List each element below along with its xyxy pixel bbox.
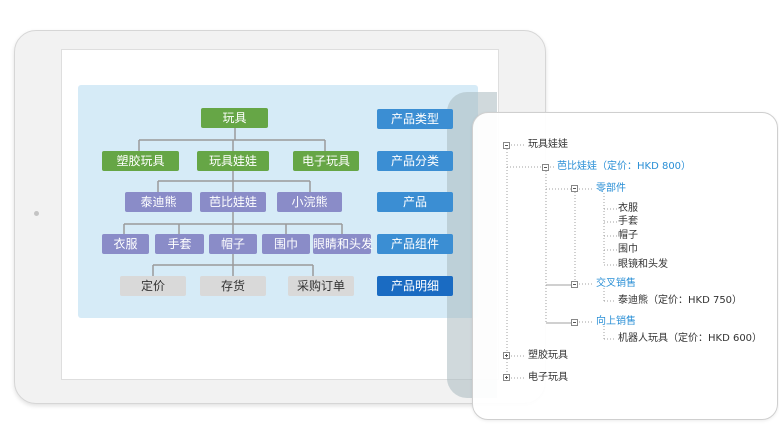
node-plastic-toys: 塑胶玩具 — [102, 151, 179, 171]
tree-item-part-hat[interactable]: 帽子 — [618, 230, 638, 241]
node-barbie: 芭比娃娃 — [200, 192, 266, 212]
collapse-toggle-up-sell[interactable] — [571, 319, 578, 326]
node-raccoon: 小浣熊 — [277, 192, 342, 212]
collapse-toggle-cross-sell[interactable] — [571, 281, 578, 288]
legend-product-category: 产品分类 — [377, 151, 453, 171]
collapse-toggle-parts[interactable] — [571, 185, 578, 192]
legend-product-type: 产品类型 — [377, 109, 453, 129]
node-clothes: 衣服 — [102, 234, 149, 254]
node-root: 玩具 — [201, 108, 268, 128]
node-inventory: 存货 — [200, 276, 266, 296]
tree-item-dolls[interactable]: 玩具娃娃 — [528, 139, 568, 150]
tree-item-teddy-price[interactable]: 泰迪熊（定价：HKD 750） — [618, 295, 743, 306]
collapse-toggle-barbie[interactable] — [542, 164, 549, 171]
node-teddy-bear: 泰迪熊 — [125, 192, 192, 212]
node-dolls: 玩具娃娃 — [197, 151, 269, 171]
legend-product-detail: 产品明细 — [377, 276, 453, 296]
legend-product: 产品 — [377, 192, 453, 212]
tree-item-cross-sell[interactable]: 交叉销售 — [596, 278, 636, 289]
tree-item-part-gloves[interactable]: 手套 — [618, 216, 638, 227]
expand-toggle-plastic[interactable] — [503, 352, 510, 359]
tree-view-panel — [472, 112, 778, 420]
tree-item-barbie[interactable]: 芭比娃娃（定价：HKD 800） — [557, 161, 692, 172]
node-scarf: 围巾 — [262, 234, 310, 254]
tree-item-up-sell[interactable]: 向上销售 — [596, 316, 636, 327]
node-gloves: 手套 — [155, 234, 204, 254]
node-purchase-order: 采购订单 — [288, 276, 354, 296]
node-electronic-toys: 电子玩具 — [293, 151, 359, 171]
tree-item-parts[interactable]: 零部件 — [596, 183, 626, 194]
legend-product-component: 产品组件 — [377, 234, 453, 254]
node-hat: 帽子 — [209, 234, 257, 254]
node-eyes-hair: 眼睛和头发 — [313, 234, 373, 254]
expand-toggle-electronic[interactable] — [503, 374, 510, 381]
node-pricing: 定价 — [120, 276, 186, 296]
tree-item-part-glasses-hair[interactable]: 眼镜和头发 — [618, 259, 668, 270]
collapse-toggle-dolls[interactable] — [503, 142, 510, 149]
tree-item-part-scarf[interactable]: 围巾 — [618, 244, 638, 255]
tree-item-robot-price[interactable]: 机器人玩具（定价：HKD 600） — [618, 333, 763, 344]
tablet-camera — [34, 211, 39, 216]
tree-item-electronic-toys[interactable]: 电子玩具 — [528, 372, 568, 383]
tree-item-plastic-toys[interactable]: 塑胶玩具 — [528, 350, 568, 361]
tree-item-part-clothes[interactable]: 衣服 — [618, 203, 638, 214]
